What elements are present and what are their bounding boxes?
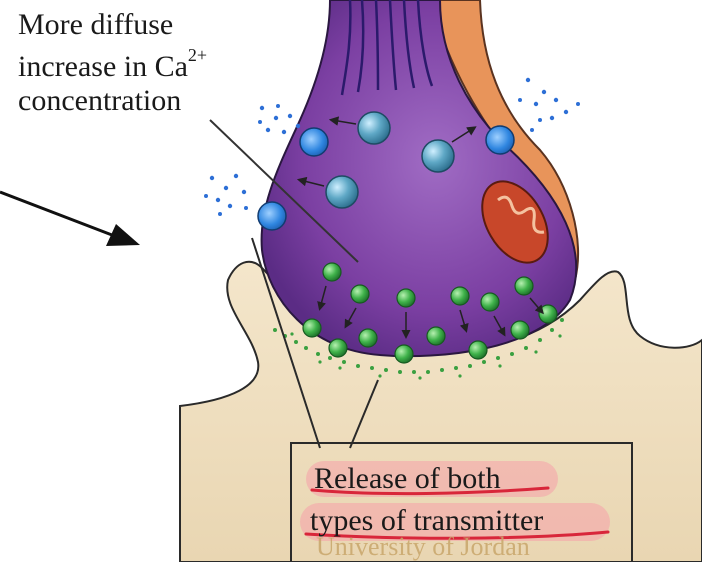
arrow-icon: [0, 192, 140, 246]
calcium-label-line1: More diffuse: [18, 8, 308, 42]
calcium-label-line3: concentration: [18, 84, 308, 118]
watermark-text: University of Jordan: [316, 532, 530, 562]
calcium-label: More diffuse increase in Ca2+ concentrat…: [18, 8, 308, 118]
presynaptic-terminal: [262, 0, 577, 356]
calcium-label-line2: increase in Ca2+: [18, 42, 308, 84]
release-text-line1: Release of both: [314, 462, 501, 496]
calcium-superscript: 2+: [188, 45, 207, 65]
